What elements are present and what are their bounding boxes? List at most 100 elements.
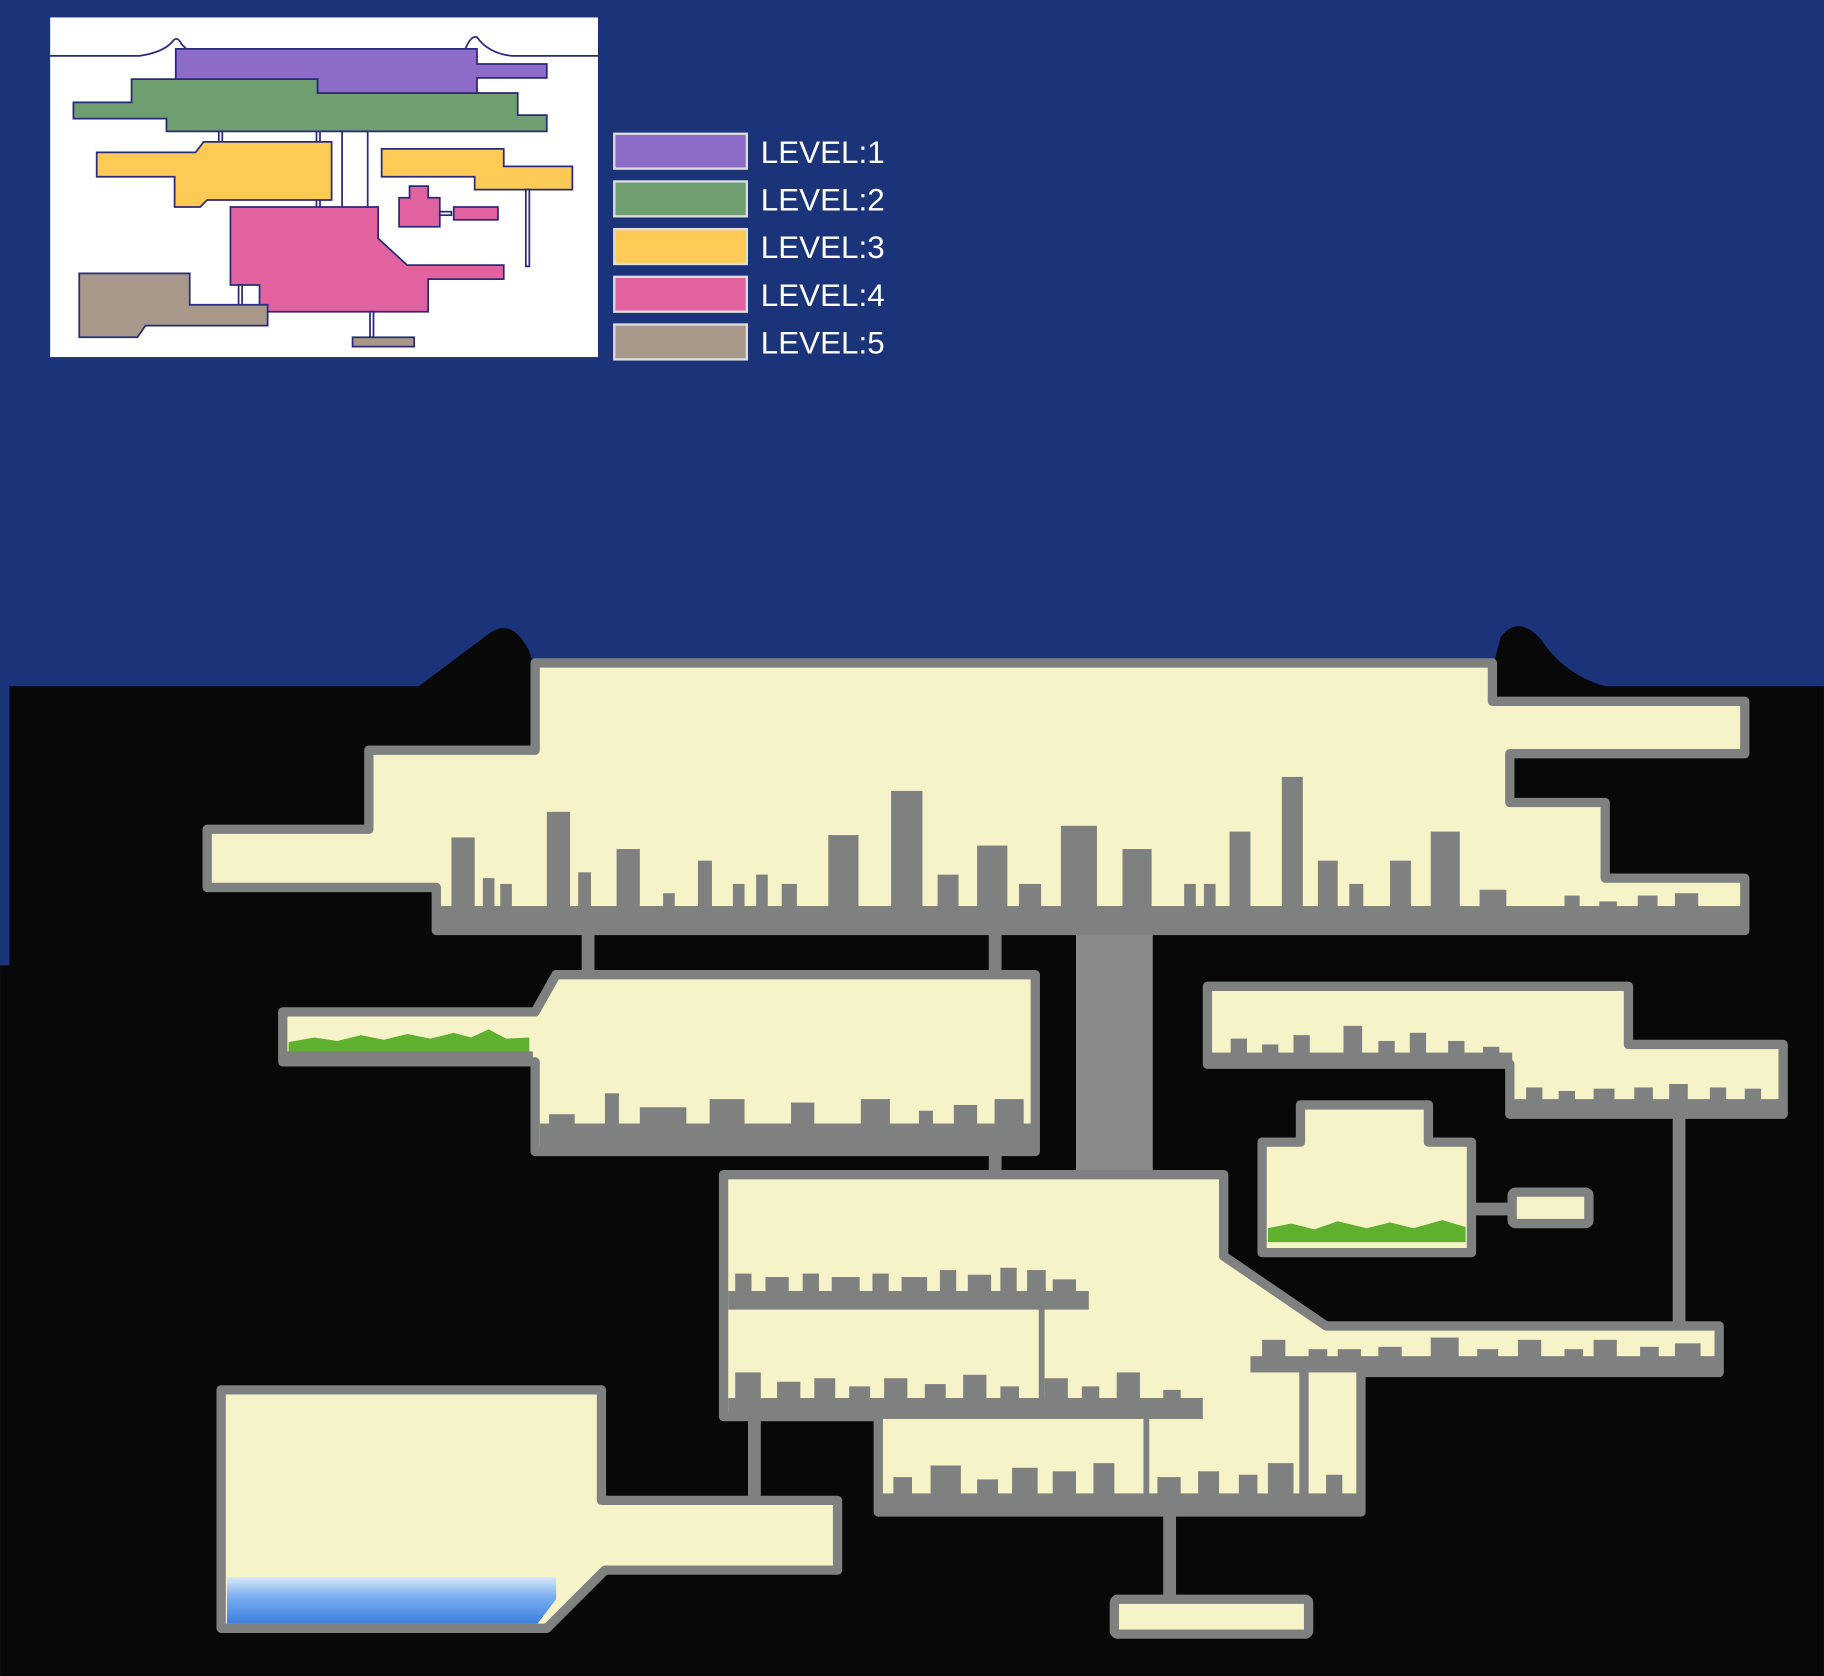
- bottom-chamber: [1109, 1594, 1314, 1639]
- level-2-left-room: [278, 970, 1040, 1157]
- building-silhouette: [500, 883, 512, 910]
- legend-label: LEVEL:1: [761, 135, 885, 170]
- building-silhouette: [1599, 901, 1617, 910]
- building-silhouette: [893, 1477, 912, 1497]
- building-silhouette: [967, 1274, 992, 1295]
- building-silhouette: [1116, 1372, 1140, 1402]
- building-silhouette: [1281, 776, 1303, 910]
- minimap: [50, 17, 598, 358]
- building-silhouette: [963, 1374, 987, 1402]
- building-silhouette: [953, 1104, 978, 1128]
- building-silhouette: [939, 1270, 957, 1295]
- water: [226, 1577, 557, 1624]
- building-silhouette: [1267, 1463, 1294, 1497]
- building-silhouette: [872, 1273, 889, 1295]
- building-silhouette: [1317, 860, 1338, 910]
- building-silhouette: [1052, 1279, 1076, 1295]
- building-silhouette: [930, 1465, 961, 1497]
- building-silhouette: [756, 874, 768, 910]
- building-silhouette: [1593, 1088, 1615, 1103]
- building-silhouette: [1517, 1339, 1542, 1360]
- building-silhouette: [860, 1099, 890, 1128]
- building-silhouette: [1669, 1083, 1688, 1103]
- legend-item-level-1: LEVEL:1: [613, 132, 885, 170]
- building-silhouette: [1060, 825, 1097, 910]
- building-silhouette: [1378, 1040, 1395, 1057]
- building-silhouette: [781, 883, 797, 910]
- legend-swatch: [613, 323, 749, 361]
- side-chamber: [1507, 1187, 1594, 1229]
- building-silhouette: [918, 1110, 933, 1128]
- building-silhouette: [1262, 1339, 1286, 1360]
- building-silhouette: [1122, 849, 1152, 910]
- building-silhouette: [1390, 860, 1411, 910]
- building-silhouette: [1198, 1471, 1220, 1497]
- building-silhouette: [1326, 1474, 1343, 1497]
- building-silhouette: [709, 1099, 745, 1128]
- building-silhouette: [994, 1099, 1024, 1128]
- building-silhouette: [1262, 1044, 1279, 1057]
- level-2-right-buildings: [1230, 1025, 1762, 1103]
- building-silhouette: [735, 1372, 761, 1402]
- building-silhouette: [777, 1381, 801, 1402]
- building-silhouette: [1229, 831, 1251, 910]
- legend-swatch: [613, 275, 749, 313]
- building-silhouette: [1674, 893, 1699, 910]
- building-silhouette: [1744, 1088, 1762, 1103]
- building-silhouette: [937, 874, 959, 910]
- minimap-level-5: [78, 272, 269, 339]
- building-silhouette: [1564, 1349, 1584, 1360]
- building-silhouette: [1343, 1025, 1363, 1057]
- building-silhouette: [1640, 1346, 1659, 1360]
- building-silhouette: [1203, 883, 1216, 910]
- building-silhouette: [1093, 1463, 1115, 1497]
- building-silhouette: [1674, 1343, 1701, 1360]
- building-silhouette: [1526, 1087, 1543, 1103]
- building-silhouette: [604, 1093, 619, 1128]
- building-silhouette: [663, 893, 675, 910]
- building-silhouette: [1337, 1349, 1361, 1360]
- building-silhouette: [1709, 1087, 1727, 1103]
- building-silhouette: [482, 878, 495, 910]
- minimap-level-4-small: [398, 185, 441, 228]
- building-silhouette: [765, 1277, 789, 1295]
- building-silhouette: [697, 860, 712, 910]
- building-silhouette: [1593, 1339, 1617, 1360]
- building-silhouette: [1000, 1267, 1017, 1295]
- grass: [288, 1029, 530, 1054]
- minimap-level-3-left: [95, 141, 333, 208]
- legend-label: LEVEL:3: [761, 230, 885, 265]
- legend-swatch: [613, 227, 749, 266]
- building-silhouette: [814, 1378, 836, 1402]
- level-1-room: [202, 658, 1750, 936]
- building-silhouette: [1448, 1040, 1465, 1057]
- legend-swatch: [613, 180, 749, 218]
- legend-label: LEVEL:5: [761, 326, 885, 361]
- building-silhouette: [732, 883, 745, 910]
- building-silhouette: [1479, 889, 1507, 910]
- building-silhouette: [1081, 1386, 1100, 1402]
- building-silhouette: [1230, 1038, 1247, 1057]
- building-silhouette: [924, 1384, 946, 1402]
- building-silhouette: [451, 837, 475, 910]
- building-silhouette: [828, 835, 859, 910]
- building-silhouette: [1019, 883, 1042, 910]
- building-silhouette: [1349, 883, 1364, 910]
- level-3-small-room: [1257, 1100, 1477, 1258]
- building-silhouette: [891, 790, 923, 910]
- legend-swatch: [613, 132, 749, 170]
- legend-item-level-5: LEVEL:5: [613, 323, 885, 361]
- building-silhouette: [1027, 1270, 1046, 1295]
- building-silhouette: [1308, 1349, 1328, 1360]
- legend-item-level-2: LEVEL:2: [613, 180, 885, 218]
- building-silhouette: [735, 1273, 752, 1295]
- building-silhouette: [1634, 1087, 1653, 1103]
- building-silhouette: [639, 1107, 687, 1128]
- legend: LEVEL:1 LEVEL:2 LEVEL:3 LEVEL:4 LEVEL:5: [613, 132, 885, 361]
- minimap-level-4: [229, 206, 505, 313]
- legend-label: LEVEL:4: [761, 278, 885, 313]
- building-silhouette: [1477, 1349, 1499, 1360]
- building-silhouette: [884, 1378, 908, 1402]
- minimap-level-1: [174, 47, 548, 94]
